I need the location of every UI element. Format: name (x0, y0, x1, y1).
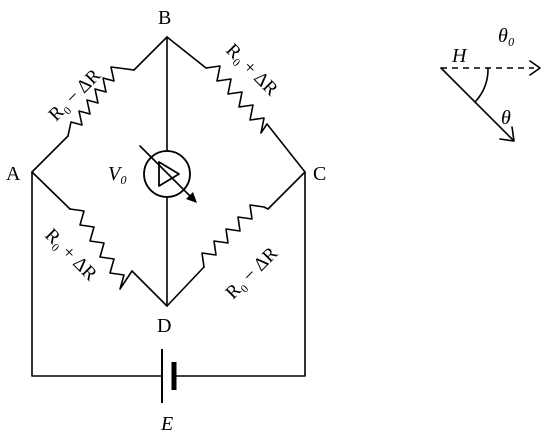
node-label-c: C (313, 163, 326, 185)
angle-label-theta: θ (501, 107, 511, 129)
resistor-bc (205, 65, 268, 134)
voltmeter-pointer-icon (158, 161, 180, 187)
resistor-ab-zigzag (67, 66, 135, 137)
voltmeter (139, 145, 197, 203)
resistor-bc-label: R₀ + ΔR (221, 40, 282, 101)
voltmeter-arrowhead-icon (186, 192, 197, 203)
angle-label-theta0: θ₀ (498, 25, 515, 47)
node-label-d: D (157, 315, 171, 337)
field-direction-line (440, 67, 514, 141)
voltmeter-label: V₀ (108, 163, 127, 185)
node-label-b: B (158, 7, 171, 29)
field-label-h: H (451, 45, 468, 67)
resistor-dc (201, 204, 269, 268)
battery-label: E (160, 413, 173, 435)
field-arrowhead-icon (499, 126, 515, 142)
resistor-ad (69, 208, 133, 290)
battery (161, 349, 177, 403)
field-angle-diagram (440, 60, 541, 142)
angle-arc (474, 67, 489, 103)
reference-arrowhead-icon (529, 60, 541, 76)
node-label-a: A (6, 163, 21, 185)
resistor-dc-label: R₀ − ΔR (222, 243, 283, 304)
